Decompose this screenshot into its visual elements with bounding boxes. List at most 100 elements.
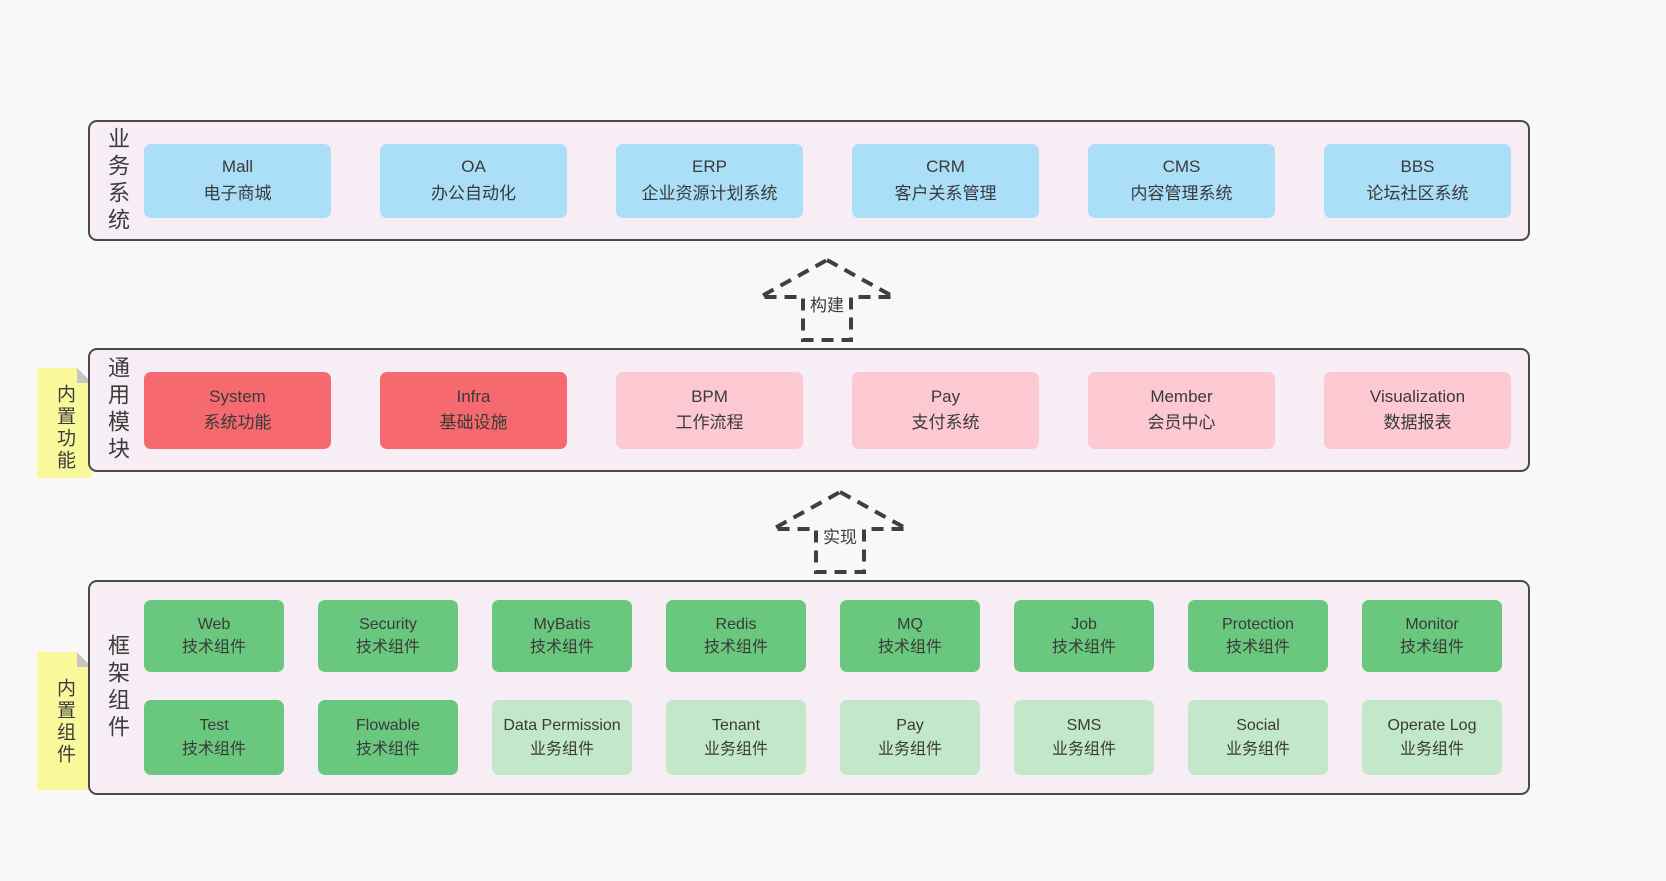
panel-label-column: 框架组件 — [90, 582, 144, 793]
box-desc: 业务组件 — [703, 740, 768, 758]
box-desc: 内容管理系统 — [1130, 183, 1233, 203]
box-name: Security — [359, 615, 417, 633]
business-systems-panel: 业务系统 Mall 电子商城 OA 办公自动化 ERP 企业资源计划系统 CRM… — [88, 120, 1530, 241]
box-desc: 技术组件 — [181, 740, 246, 758]
box-name: Data Permission — [503, 717, 621, 735]
panel-title: 框架组件 — [105, 633, 130, 742]
box-desc: 技术组件 — [877, 639, 942, 656]
box-mq: MQ 技术组件 — [840, 600, 980, 672]
up-arrow-dashed-icon — [772, 489, 908, 574]
box-bpm: BPM 工作流程 — [616, 371, 803, 449]
box-name: BBS — [1400, 157, 1435, 177]
box-name: Test — [199, 717, 229, 735]
box-web: Web 技术组件 — [144, 600, 284, 672]
panel-label-column: 通用模块 — [90, 350, 144, 470]
box-name: Protection — [1221, 615, 1295, 633]
box-name: System — [209, 386, 266, 406]
box-desc: 技术组件 — [181, 639, 246, 656]
box-bbs: BBS 论坛社区系统 — [1324, 143, 1511, 218]
box-desc: 系统功能 — [203, 413, 272, 432]
box-name: SMS — [1066, 717, 1102, 735]
box-name: Infra — [456, 386, 491, 406]
sticky-note-label: 内置组件 — [54, 678, 75, 766]
sticky-note-builtin-components: 内置组件 — [37, 652, 92, 790]
box-operate-log: Operate Log 业务组件 — [1362, 700, 1502, 775]
box-name: Web — [197, 615, 231, 633]
box-desc: 技术组件 — [1051, 639, 1116, 656]
box-social: Social 业务组件 — [1188, 700, 1328, 775]
up-arrow-dashed-icon — [759, 257, 895, 342]
box-name: ERP — [692, 157, 727, 177]
dashed-up-arrow-implement: 实现 — [770, 489, 910, 575]
box-sms: SMS 业务组件 — [1014, 700, 1154, 775]
box-job: Job 技术组件 — [1014, 600, 1154, 672]
dashed-up-arrow-build: 构建 — [757, 257, 897, 343]
box-name: MQ — [897, 615, 923, 633]
framework-row-1: Web 技术组件 Security 技术组件 MyBatis 技术组件 Redi… — [144, 600, 1528, 672]
box-member: Member 会员中心 — [1088, 371, 1275, 449]
box-desc: 会员中心 — [1147, 413, 1216, 432]
box-pay-module: Pay 支付系统 — [852, 371, 1039, 449]
box-name: Social — [1236, 717, 1280, 735]
arrow-label: 实现 — [820, 522, 860, 549]
box-desc: 客户关系管理 — [894, 183, 997, 203]
box-name: Flowable — [355, 717, 421, 735]
box-desc: 业务组件 — [1399, 740, 1464, 758]
box-name: CMS — [1162, 157, 1201, 177]
box-data-permission: Data Permission 业务组件 — [492, 700, 632, 775]
box-name: CRM — [926, 157, 965, 177]
box-redis: Redis 技术组件 — [666, 600, 806, 672]
box-mybatis: MyBatis 技术组件 — [492, 600, 632, 672]
box-desc: 工作流程 — [675, 413, 744, 432]
box-cms: CMS 内容管理系统 — [1088, 143, 1275, 218]
box-desc: 办公自动化 — [431, 183, 516, 203]
box-name: Monitor — [1405, 615, 1459, 633]
box-desc: 业务组件 — [877, 740, 942, 758]
framework-components-panel: 框架组件 Web 技术组件 Security 技术组件 MyBatis 技术组件… — [88, 580, 1530, 795]
box-name: Pay — [930, 386, 961, 406]
arrow-label: 构建 — [807, 290, 847, 317]
box-desc: 电子商城 — [203, 183, 272, 203]
box-name: Redis — [715, 615, 757, 633]
box-tenant: Tenant 业务组件 — [666, 700, 806, 775]
box-desc: 数据报表 — [1383, 413, 1452, 432]
box-name: Job — [1071, 615, 1097, 633]
box-name: Tenant — [711, 717, 761, 735]
box-name: Visualization — [1369, 386, 1466, 406]
box-desc: 论坛社区系统 — [1366, 183, 1469, 203]
box-infra: Infra 基础设施 — [380, 371, 567, 449]
box-visualization: Visualization 数据报表 — [1324, 371, 1511, 449]
panel-title: 通用模块 — [105, 356, 130, 464]
panel-title: 业务系统 — [105, 126, 130, 235]
box-protection: Protection 技术组件 — [1188, 600, 1328, 672]
box-desc: 技术组件 — [1225, 639, 1290, 656]
box-test: Test 技术组件 — [144, 700, 284, 775]
framework-row-2: Test 技术组件 Flowable 技术组件 Data Permission … — [144, 700, 1528, 775]
box-desc: 业务组件 — [1051, 740, 1116, 758]
box-pay-component: Pay 业务组件 — [840, 700, 980, 775]
box-desc: 技术组件 — [703, 639, 768, 656]
box-desc: 企业资源计划系统 — [641, 183, 778, 203]
box-desc: 支付系统 — [911, 413, 980, 432]
box-name: Mall — [221, 157, 254, 177]
box-desc: 基础设施 — [439, 413, 508, 432]
box-name: MyBatis — [533, 615, 591, 633]
box-system: System 系统功能 — [144, 371, 331, 449]
box-name: Member — [1150, 386, 1213, 406]
box-crm: CRM 客户关系管理 — [852, 143, 1039, 218]
box-name: Operate Log — [1387, 717, 1477, 735]
box-desc: 技术组件 — [355, 740, 420, 758]
box-desc: 技术组件 — [355, 639, 420, 656]
common-modules-panel: 通用模块 System 系统功能 Infra 基础设施 BPM 工作流程 Pay… — [88, 348, 1530, 472]
business-boxes-row: Mall 电子商城 OA 办公自动化 ERP 企业资源计划系统 CRM 客户关系… — [144, 122, 1528, 239]
box-erp: ERP 企业资源计划系统 — [616, 143, 803, 218]
box-name: Pay — [896, 717, 924, 735]
box-name: BPM — [691, 386, 728, 406]
box-desc: 业务组件 — [1225, 740, 1290, 758]
box-flowable: Flowable 技术组件 — [318, 700, 458, 775]
box-security: Security 技术组件 — [318, 600, 458, 672]
box-desc: 业务组件 — [529, 740, 594, 758]
box-oa: OA 办公自动化 — [380, 143, 567, 218]
box-monitor: Monitor 技术组件 — [1362, 600, 1502, 672]
box-name: OA — [461, 157, 486, 177]
